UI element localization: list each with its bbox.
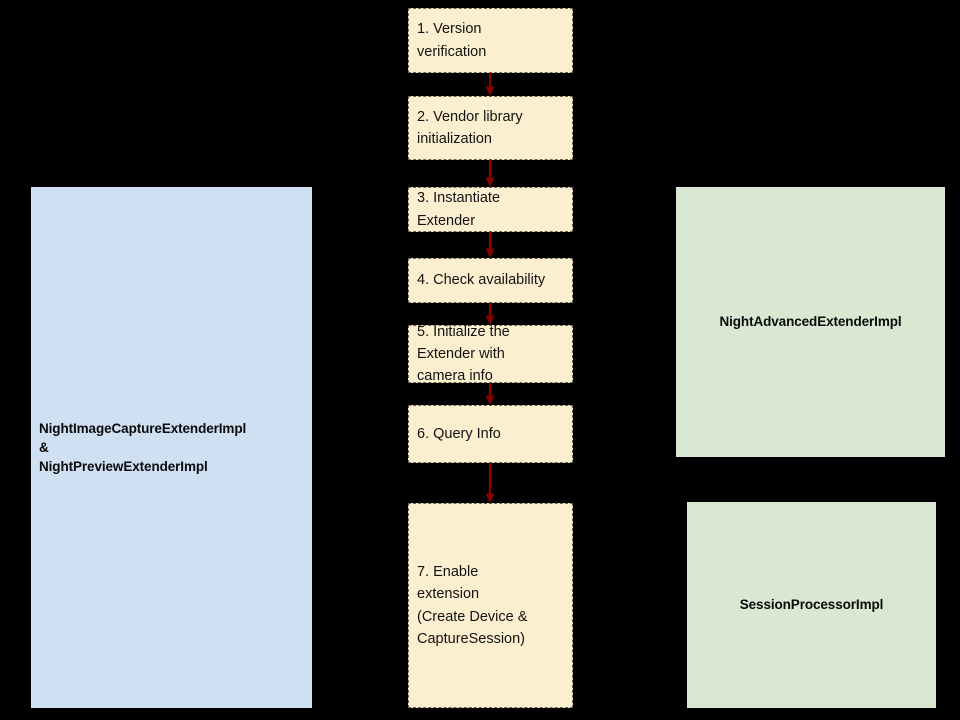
- flow-step-label: 3. Instantiate Extender: [417, 190, 501, 229]
- group-panel-label: NightImageCaptureExtenderImpl & NightPre…: [39, 420, 247, 475]
- flow-step-3[interactable]: 3. Instantiate Extender: [408, 187, 573, 232]
- flow-step-label: 2. Vendor library initialization: [417, 108, 523, 147]
- connector-arrow-4-to-5: [483, 303, 497, 325]
- connector-arrow-3-to-4: [483, 232, 497, 258]
- flow-step-label: 1. Version verification: [417, 21, 487, 60]
- flow-step-label: 6. Query Info: [417, 425, 501, 442]
- group-panel-night-extender-impl: NightImageCaptureExtenderImpl & NightPre…: [31, 187, 312, 708]
- connector-arrow-5-to-6: [483, 383, 497, 405]
- flow-step-5[interactable]: 5. Initialize the Extender with camera i…: [408, 324, 573, 384]
- flow-step-label: 4. Check availability: [417, 272, 546, 289]
- flow-step-1[interactable]: 1. Version verification: [408, 8, 573, 73]
- flow-step-6[interactable]: 6. Query Info: [408, 405, 573, 463]
- flow-step-7[interactable]: 7. Enable extension (Create Device & Cap…: [408, 503, 573, 708]
- flow-step-label: 5. Initialize the Extender with camera i…: [417, 323, 510, 385]
- group-panel-session-processor-impl: SessionProcessorImpl: [687, 502, 936, 708]
- connector-arrow-6-to-7: [483, 463, 497, 503]
- group-panel-night-advanced-extender-impl: NightAdvancedExtenderImpl: [676, 187, 945, 457]
- flow-step-label: 7. Enable extension (Create Device & Cap…: [417, 564, 528, 647]
- flow-step-2[interactable]: 2. Vendor library initialization: [408, 96, 573, 160]
- group-panel-label: NightAdvancedExtenderImpl: [719, 314, 902, 330]
- connector-arrow-2-to-3: [483, 160, 497, 187]
- connector-arrow-1-to-2: [483, 73, 497, 96]
- group-panel-label: SessionProcessorImpl: [739, 597, 884, 613]
- flow-step-4[interactable]: 4. Check availability: [408, 258, 573, 303]
